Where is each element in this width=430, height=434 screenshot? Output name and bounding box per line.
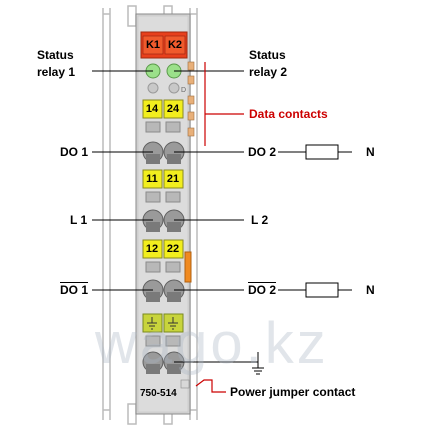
terminal-number-12: 12: [145, 243, 159, 255]
power-jumper-leader: [195, 379, 226, 393]
load-symbol-2: [278, 282, 352, 298]
do1-inverted-label: DO 1: [60, 283, 89, 297]
model-number: 750-514: [140, 388, 177, 399]
terminal-label-12: [142, 239, 163, 259]
data-contacts-label: Data contacts: [249, 107, 328, 121]
power-jumper-label: Power jumper contact: [230, 385, 356, 399]
terminal-label-14: [142, 99, 163, 119]
l1-label: L 1: [70, 213, 88, 227]
terminal-label-21: [163, 169, 184, 189]
neutral-label-2: N: [366, 283, 375, 297]
led-label-k2: K2: [167, 39, 183, 51]
terminal-number-14: 14: [145, 103, 159, 115]
data-contact-pins: [187, 61, 195, 137]
status-relay-1-label-line1: Status: [37, 48, 74, 62]
ground-symbols: [147, 317, 178, 330]
terminal-number-24: 24: [166, 103, 180, 115]
status-relay-2-label-line2: relay 2: [249, 65, 288, 79]
data-contacts-bracket: [204, 62, 244, 146]
l2-label: L 2: [251, 213, 269, 227]
terminal-label-24: [163, 99, 184, 119]
orange-marker: [184, 251, 192, 283]
terminal-label-22: [163, 239, 184, 259]
status-relay-1-label-line2: relay 1: [37, 65, 76, 79]
do2-label: DO 2: [248, 145, 277, 159]
terminal-label-11: [142, 169, 163, 189]
do1-label: DO 1: [60, 145, 89, 159]
status-relay-2-label-line1: Status: [249, 48, 286, 62]
terminal-number-11: 11: [146, 173, 158, 185]
do2-inverted-label: DO 2: [248, 283, 277, 297]
load-symbol-1: [278, 144, 352, 160]
led-label-k1: K1: [145, 39, 161, 51]
terminal-number-22: 22: [166, 243, 180, 255]
svg-text:D: D: [181, 87, 186, 94]
leader-lines: [92, 70, 264, 375]
watermark-text: wago.kz: [95, 311, 329, 376]
terminal-number-21: 21: [166, 173, 180, 185]
neutral-label-1: N: [366, 145, 375, 159]
